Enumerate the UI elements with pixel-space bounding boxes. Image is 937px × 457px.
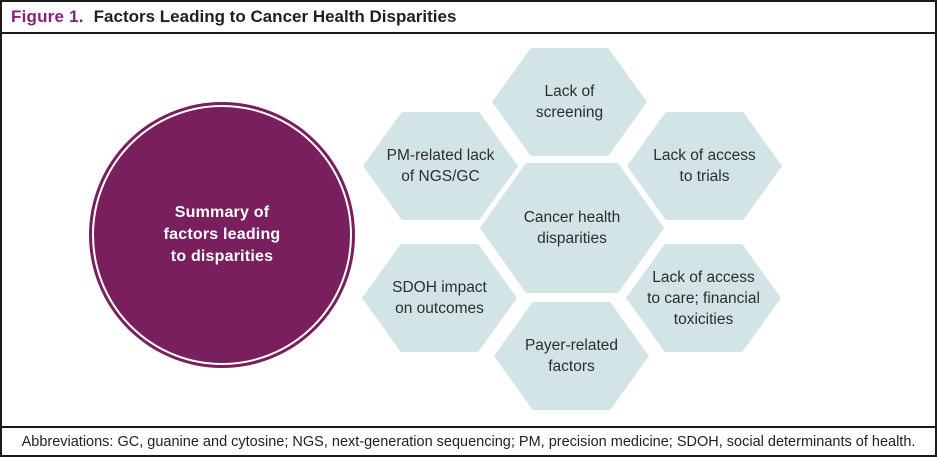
- hexagon-payer-related-factors: Payer-related factors: [494, 302, 649, 410]
- hexagon-pm-related-lack: PM-related lack of NGS/GC: [363, 112, 518, 220]
- hexagon-lack-of-screening: Lack of screening: [492, 48, 647, 156]
- figure-title-bar: Figure 1. Factors Leading to Cancer Heal…: [2, 2, 935, 34]
- figure-number-label: Figure 1.: [11, 7, 84, 26]
- hexagon-label: SDOH impact on outcomes: [392, 279, 487, 317]
- hexagon-sdoh-impact: SDOH impact on outcomes: [362, 244, 517, 352]
- hexagon-label: Payer-related factors: [524, 337, 619, 375]
- hexagon-lack-of-access-to-trials: Lack of access to trials: [627, 112, 782, 220]
- summary-circle-text: Summary of factors leading to disparitie…: [163, 204, 281, 265]
- figure-title: Factors Leading to Cancer Health Dispari…: [93, 7, 457, 26]
- hexagon-label: Lack of access to care; financial toxici…: [647, 268, 760, 328]
- hexagon-cancer-health-disparities: Cancer health disparities: [480, 163, 664, 293]
- hexagon-label: Cancer health disparities: [523, 209, 621, 247]
- abbreviations-bar: Abbreviations: GC, guanine and cytosine;…: [2, 426, 935, 455]
- hexagon-label: Lack of screening: [535, 83, 604, 121]
- hexagon-label: PM-related lack of NGS/GC: [386, 147, 495, 185]
- hexagon-lack-of-access-to-care: Lack of access to care; financial toxici…: [626, 244, 781, 352]
- hexagon-label: Lack of access to trials: [653, 147, 756, 185]
- diagram-area: Summary of factors leading to disparitie…: [2, 36, 935, 426]
- abbreviations-text: Abbreviations: GC, guanine and cytosine;…: [21, 433, 916, 450]
- summary-circle: Summary of factors leading to disparitie…: [89, 102, 355, 368]
